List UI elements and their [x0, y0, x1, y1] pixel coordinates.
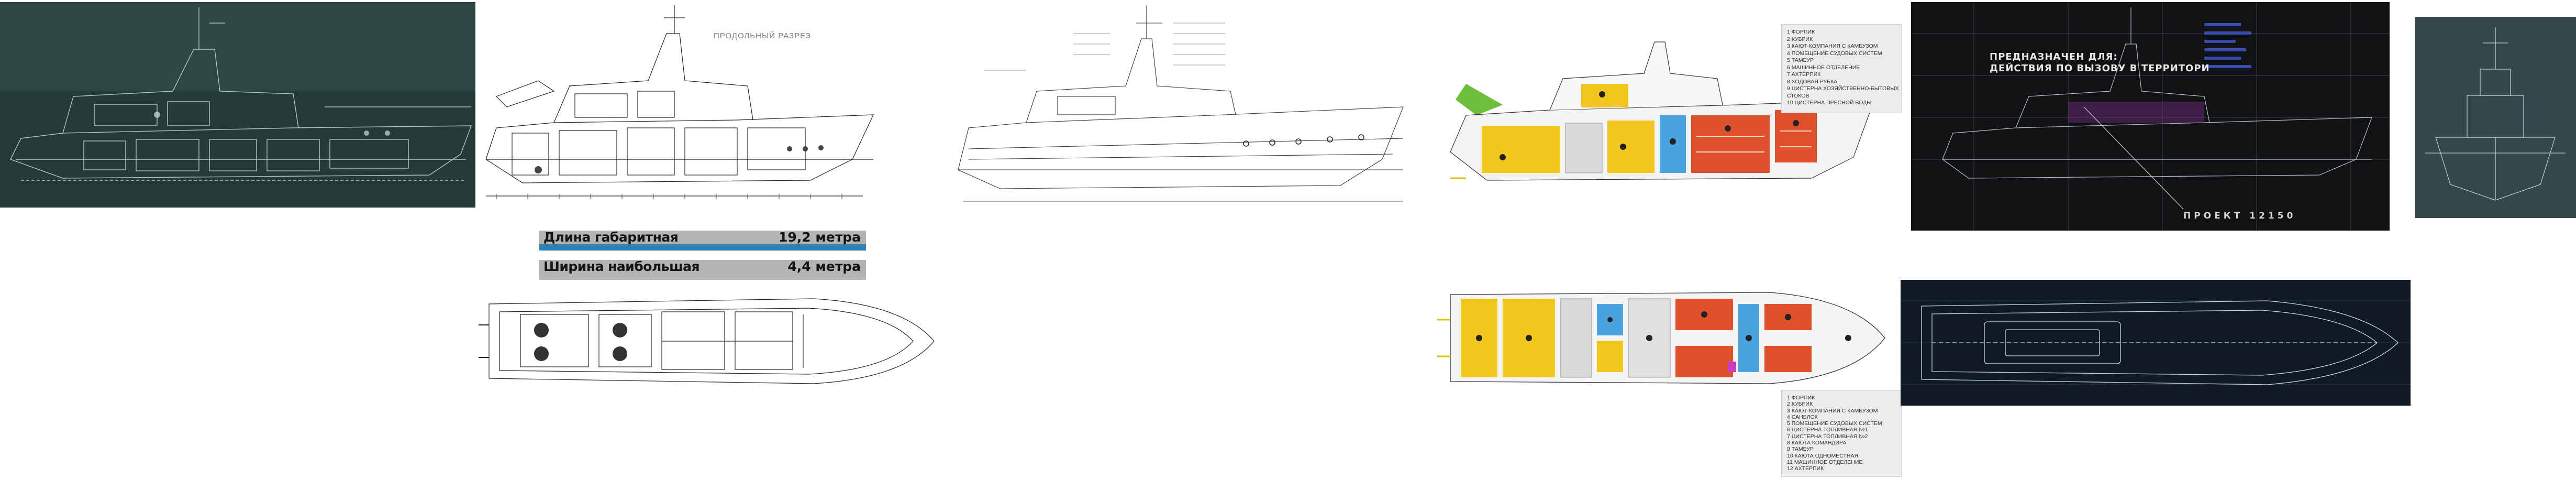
profile-drawing-panel — [953, 2, 1424, 212]
front-view-drawing — [2415, 17, 2576, 218]
legend-item: 4 САНБЛОК — [1787, 413, 1818, 420]
legend-item: 9 ТАМБУР — [1787, 446, 1814, 453]
night-ship-overlay-panel — [0, 2, 476, 208]
legend-item: 11 МАШИННОЕ ОТДЕЛЕНИЕ — [1787, 459, 1863, 465]
front-view-panel — [2415, 17, 2576, 218]
longitudinal-section-panel: ПРОДОЛЬНЫЙ РАЗРЕЗ — [475, 2, 879, 212]
legend-item: 1 ФОРПИК — [1787, 395, 1815, 401]
width-value: 4,4 метра — [787, 259, 861, 274]
project-title-line: ДЕЙСТВИЯ ПО ВЫЗОВУ В ТЕРРИТОРИ — [1990, 63, 2210, 74]
legend-item: 2 КУБРИК — [1787, 401, 1813, 408]
section-title: ПРОДОЛЬНЫЙ РАЗРЕЗ — [714, 31, 811, 40]
legend-item: 6 МАШИННОЕ ОТДЕЛЕНИЕ — [1787, 64, 1860, 71]
project-blueprint-panel: ПРЕДНАЗНАЧЕН ДЛЯ: ДЕЙСТВИЯ ПО ВЫЗОВУ В Т… — [1911, 2, 2390, 231]
ship-dimensions: Длина габаритная 19,2 метра Ширина наибо… — [539, 231, 866, 289]
legend-side-layout: 1 ФОРПИК 2 КУБРИК 3 КАЮТ-КОМПАНИЯ С КАМБ… — [1781, 24, 1902, 113]
project-purpose-title: ПРЕДНАЗНАЧЕН ДЛЯ: ДЕЙСТВИЯ ПО ВЫЗОВУ В Т… — [1990, 51, 2210, 74]
colored-deck-plan — [1437, 292, 1885, 384]
length-value: 19,2 метра — [778, 230, 861, 245]
legend-item: 5 ТАМБУР — [1787, 57, 1814, 63]
project-title-line: ПРЕДНАЗНАЧЕН ДЛЯ: — [1990, 51, 2118, 62]
legend-item: 12 АХТЕРПИК — [1787, 465, 1824, 472]
tender-boat-icon — [1456, 84, 1503, 115]
legend-item: 6 ЦИСТЕРНА ТОПЛИВНАЯ №1 — [1787, 427, 1868, 433]
legend-item: 7 ЦИСТЕРНА ТОПЛИВНАЯ №2 — [1787, 433, 1868, 440]
deck-plan-drawing — [479, 298, 935, 384]
legend-item: 5 ПОМЕЩЕНИЕ СУДОВЫХ СИСТЕМ — [1787, 420, 1882, 427]
section-drawing — [485, 5, 874, 199]
colored-deck-plan-panel — [1435, 288, 1895, 388]
project-label: ПРОЕКТ 12150 — [2183, 211, 2296, 221]
deck-plan-panel — [473, 283, 955, 399]
length-bar — [539, 244, 866, 251]
length-stat: Длина габаритная 19,2 метра — [539, 231, 866, 251]
blueprint-plan-panel — [1901, 280, 2411, 406]
length-label: Длина габаритная — [543, 230, 679, 245]
legend-item: 3 КАЮТ-КОМПАНИЯ С КАМБУЗОМ — [1787, 407, 1878, 414]
legend-item: 4 ПОМЕЩЕНИЕ СУДОВЫХ СИСТЕМ — [1787, 50, 1882, 57]
width-label: Ширина наибольшая — [543, 259, 700, 274]
project-ship-drawing — [1911, 2, 2390, 231]
legend-item: 8 КАЮТА КОМАНДИРА — [1787, 440, 1847, 447]
legend-item: СТОКОВ — [1787, 92, 1809, 99]
profile-drawing — [958, 5, 1404, 202]
legend-item: 9 ЦИСТЕРНА ХОЗЯЙСТВЕННО-БЫТОВЫХ — [1787, 85, 1899, 92]
width-stat: Ширина наибольшая 4,4 метра — [539, 260, 866, 280]
night-ship-drawing — [0, 2, 476, 208]
legend-item: 8 ХОДОВАЯ РУБКА — [1787, 78, 1838, 85]
legend-item: 10 ЦИСТЕРНА ПРЕСНОЙ ВОДЫ — [1787, 100, 1872, 106]
legend-item: 2 КУБРИК — [1787, 36, 1813, 42]
legend-deck-plan: 1 ФОРПИК 2 КУБРИК 3 КАЮТ-КОМПАНИЯ С КАМБ… — [1781, 390, 1902, 477]
colored-side-layout — [1450, 41, 1875, 181]
legend-item: 7 АХТЕРПИК — [1787, 71, 1821, 78]
blueprint-plan-drawing — [1901, 280, 2411, 406]
legend-item: 3 КАЮТ-КОМПАНИЯ С КАМБУЗОМ — [1787, 43, 1878, 49]
legend-item: 10 КАЮТА ОДНОМЕСТНАЯ — [1787, 452, 1859, 459]
legend-item: 1 ФОРПИК — [1787, 29, 1815, 35]
